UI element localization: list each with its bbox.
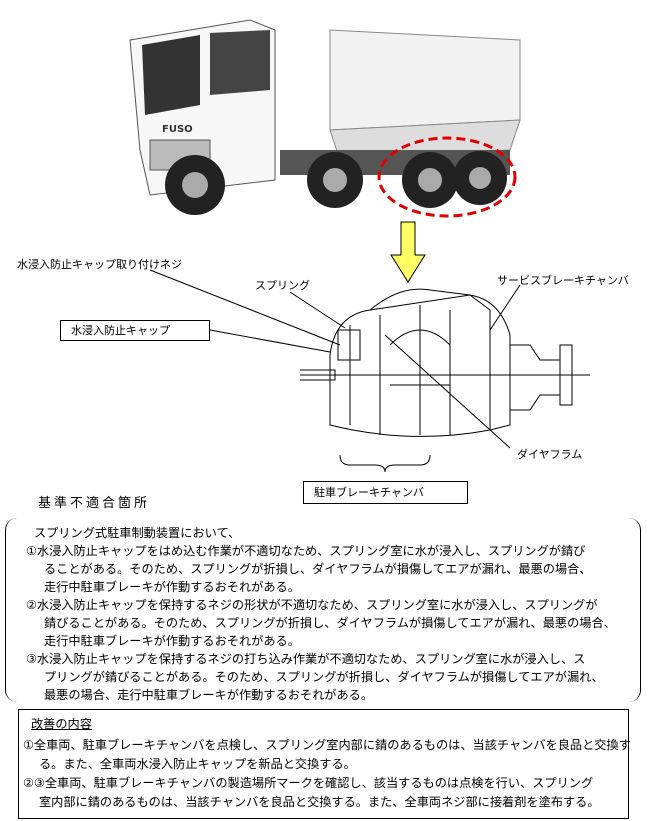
label-spring: スプリング [255, 279, 310, 292]
text-line: 走行中駐車ブレーキが作動するおそれがある。 [44, 580, 300, 594]
label-water-cap: 水浸入防止キャップ [60, 320, 210, 341]
text-line: 最悪の場合、走行中駐車ブレーキが作動するおそれがある。 [44, 688, 374, 702]
text-line: ③水浸入防止キャップを保持するネジの打ち込み作業が不適切なため、スプリング室に水… [26, 652, 586, 666]
label-parking-brake-chamber: 駐車ブレーキチャンバ [303, 481, 468, 504]
improvement-box: 改善の内容 ①全車両、駐車ブレーキチャンバを点検し、スプリング室内部に錆のあるも… [18, 709, 631, 819]
text-line: ①水浸入防止キャップをはめ込む作業が不適切なため、スプリング室に水が浸入し、スプ… [26, 544, 586, 558]
improvement-heading: 改善の内容 [31, 717, 92, 731]
truck-illustration: FUSO [129, 19, 521, 218]
label-service-brake-chamber: サービスブレーキチャンバ [497, 274, 629, 287]
text-line: ①全車両、駐車ブレーキチャンバを点検し、スプリング室内部に錆のあるものは、当該チ… [23, 738, 631, 752]
truck-brand-logo: FUSO [162, 124, 193, 135]
text-line: ②水浸入防止キャップを保持するネジの形状が不適切なため、スプリング室に水が浸入し… [26, 598, 598, 612]
text-line: る。また、全車両水浸入防止キャップを新品と交換する。 [39, 757, 356, 771]
nonconformity-box: スプリング式駐車制動装置において、 ①水浸入防止キャップをはめ込む作業が不適切な… [5, 518, 641, 702]
highlight-ellipse [377, 136, 517, 218]
text-line: 室内部に錆のあるものは、当該チャンバを良品と交換する。また、全車両ネジ部に接着剤… [39, 795, 600, 809]
down-arrow-icon [390, 221, 426, 283]
label-diaphragm: ダイヤフラム [517, 448, 583, 461]
text-line: スプリング式駐車制動装置において、 [34, 526, 241, 540]
text-line: 走行中駐車ブレーキが作動するおそれがある。 [44, 634, 300, 648]
text-line: 錆びることがある。そのため、スプリングが折損し、ダイヤフラムが損傷してエアが漏れ… [44, 616, 616, 630]
text-line: ることがある。そのため、スプリングが折損し、ダイヤフラムが損傷してエアが漏れ、最… [44, 562, 592, 576]
nonconformity-heading: 基準不適合箇所 [38, 496, 151, 511]
leader-lines [149, 269, 521, 473]
text-line: プリングが錆びることがある。そのため、スプリングが折損し、ダイヤフラムが損傷して… [44, 670, 604, 684]
brake-chamber-diagram [300, 288, 590, 437]
text-line: ②③全車両、駐車ブレーキチャンバの製造場所マークを確認し、該当するものは点検を行… [23, 776, 594, 790]
label-cap-screw: 水浸入防止キャップ取り付けネジ [17, 258, 182, 271]
